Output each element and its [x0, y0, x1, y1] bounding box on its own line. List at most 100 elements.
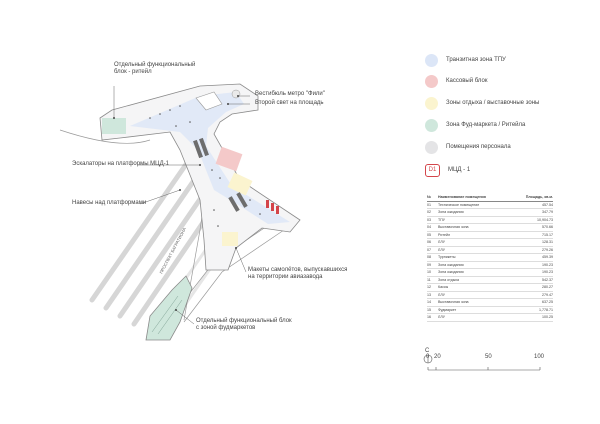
- retail-zone-fill: [102, 118, 126, 134]
- furniture-dots: [149, 105, 261, 227]
- room-area: 457.54: [511, 201, 553, 209]
- row-number: 03: [427, 216, 438, 224]
- room-name: ЛЛУ: [438, 291, 512, 299]
- room-name: ЛЛУ: [438, 313, 512, 322]
- row-number: 10: [427, 268, 438, 277]
- station-building-outline: [99, 83, 301, 271]
- room-area: 279.47: [511, 291, 553, 299]
- row-number: 04: [427, 223, 438, 232]
- callout-second-light: Второй свет на площадь: [255, 100, 324, 106]
- escalators: [193, 137, 248, 212]
- scale-tick-100: 100: [534, 354, 545, 360]
- area-table: № Наименование помещения Площадь, кв.м. …: [427, 194, 553, 322]
- row-number: 14: [427, 298, 438, 307]
- transit-zone-fill: [130, 92, 290, 224]
- row-number: 13: [427, 291, 438, 299]
- room-area: 637.25: [511, 298, 553, 307]
- leader-endpoints: [113, 95, 239, 311]
- callout-retail-block: Отдельный функциональный блок - ритейл: [114, 62, 196, 75]
- food-market-block-outline: [145, 275, 193, 341]
- legend-swatch-rest: [425, 96, 438, 110]
- room-area: 190.23: [511, 261, 553, 269]
- room-area: 190.23: [511, 268, 553, 277]
- legend-item-ticket: Кассовый блок: [425, 74, 487, 88]
- legend-item-rest-exhibition: Зоны отдыха / выставочные зоны: [425, 96, 539, 110]
- room-name: Техническое помещение: [438, 201, 512, 209]
- room-area: 10,904.73: [511, 216, 553, 224]
- legend-swatch-ticket: [425, 74, 438, 88]
- row-number: 12: [427, 283, 438, 292]
- legend-item-staff: Помещения персонала: [425, 140, 511, 154]
- legend-swatch-staff: [425, 140, 438, 154]
- ticket-block-fill: [215, 146, 243, 172]
- callout-canopies: Навесы над платформами: [72, 200, 147, 206]
- room-area: 128.31: [511, 238, 553, 247]
- room-area: 459.39: [511, 253, 553, 262]
- legend-swatch-transit: [425, 53, 438, 67]
- row-number: 05: [427, 231, 438, 239]
- room-name: ТПУ: [438, 216, 512, 224]
- scale-tick-20: 20: [434, 354, 441, 360]
- room-name: Турникеты: [438, 253, 512, 262]
- room-name: Зона ожидания: [438, 208, 512, 217]
- callout-escalators: Эскалаторы на платформы МЦД-1: [72, 161, 170, 167]
- legend-item-mcd: D1 МЦД - 1: [425, 163, 470, 177]
- scale-tick-0: 0: [426, 354, 430, 360]
- room-name: Выставочная зона: [438, 298, 512, 307]
- metro-vestibule: [195, 91, 223, 111]
- room-name: Кассы: [438, 283, 512, 292]
- row-number: 11: [427, 276, 438, 284]
- callout-food-block: Отдельный функциональный блок с зоной фу…: [196, 318, 292, 331]
- room-name: Зона ожидания: [438, 268, 512, 277]
- row-number: 16: [427, 313, 438, 322]
- row-number: 02: [427, 208, 438, 217]
- row-number: 06: [427, 238, 438, 247]
- room-name: ЛЛУ: [438, 246, 512, 254]
- room-area: 100.25: [511, 313, 553, 322]
- legend-item-food-retail: Зона Фуд-маркета / Ритейла: [425, 118, 525, 132]
- turnstiles: [266, 200, 279, 214]
- mcd-d1-badge: D1: [425, 163, 440, 177]
- room-name: Зона отдыха: [438, 276, 512, 284]
- room-name: Ритейл: [438, 231, 512, 239]
- room-area: 347.79: [511, 208, 553, 217]
- room-area: 280.27: [511, 283, 553, 292]
- north-arrow-label: С: [425, 348, 430, 354]
- row-number: 09: [427, 261, 438, 269]
- room-area: 542.37: [511, 276, 553, 284]
- callout-metro-vestibule: Вестибюль метро "Фили": [255, 91, 325, 97]
- room-area: 715.17: [511, 231, 553, 239]
- legend-item-transit: Транзитная зона ТПУ: [425, 53, 506, 67]
- exhibition-zone-fill: [227, 172, 253, 196]
- row-number: 08: [427, 253, 438, 262]
- legend-swatch-food: [425, 118, 438, 132]
- room-name: Зона ожидания: [438, 261, 512, 269]
- row-number: 01: [427, 201, 438, 209]
- row-number: 15: [427, 306, 438, 314]
- area-table-header: № Наименование помещения Площадь, кв.м.: [427, 194, 553, 202]
- leader-lines: [113, 86, 250, 325]
- room-name: Фудмаркет: [438, 306, 512, 314]
- room-area: 1,778.71: [511, 306, 553, 314]
- room-name: ЛЛУ: [438, 238, 512, 247]
- room-area: 279.26: [511, 246, 553, 254]
- scale-graphic: [423, 354, 541, 371]
- room-name: Выставочная зона: [438, 223, 512, 232]
- scale-tick-50: 50: [485, 354, 492, 360]
